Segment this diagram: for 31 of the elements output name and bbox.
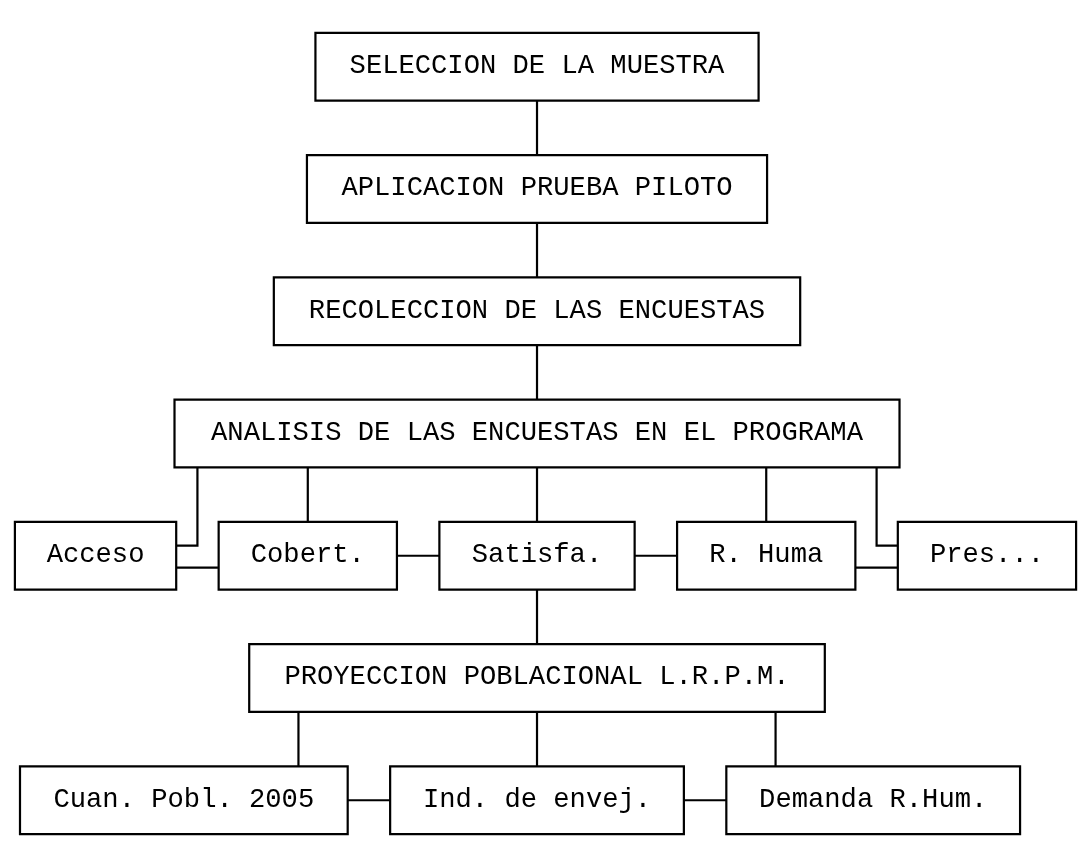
node-box: APLICACION PRUEBA PILOTO xyxy=(305,153,769,224)
node-box: PROYECCION POBLACIONAL L.R.P.M. xyxy=(248,642,826,713)
node-box: RECOLECCION DE LAS ENCUESTAS xyxy=(272,275,802,346)
node-box: Acceso xyxy=(13,520,178,591)
node-box: Pres... xyxy=(896,520,1078,591)
node-box: Cobert. xyxy=(217,520,399,591)
connector xyxy=(176,566,218,569)
node-box: SELECCION DE LA MUESTRA xyxy=(314,31,760,102)
node-box: Demanda R.Hum. xyxy=(725,764,1022,835)
connector xyxy=(535,589,539,644)
connector xyxy=(774,711,777,766)
connector xyxy=(684,798,727,801)
connector xyxy=(535,344,539,399)
connector xyxy=(535,100,539,155)
connector xyxy=(535,467,539,521)
connector xyxy=(397,554,440,557)
connector xyxy=(535,711,539,766)
connector xyxy=(306,467,309,521)
connector xyxy=(855,566,898,569)
connector xyxy=(297,711,300,766)
connector xyxy=(535,222,539,277)
connector xyxy=(634,554,677,557)
connector xyxy=(765,467,768,521)
node-box: R. Huma xyxy=(676,520,857,591)
connector xyxy=(348,798,391,801)
node-box: ANALISIS DE LAS ENCUESTAS EN EL PROGRAMA xyxy=(173,397,901,469)
node-box: Ind. de envej. xyxy=(389,764,685,835)
node-box: Cuan. Pobl. 2005 xyxy=(18,764,349,835)
node-box: Satisfa. xyxy=(438,520,636,591)
connector xyxy=(875,467,898,547)
connector xyxy=(176,467,199,547)
